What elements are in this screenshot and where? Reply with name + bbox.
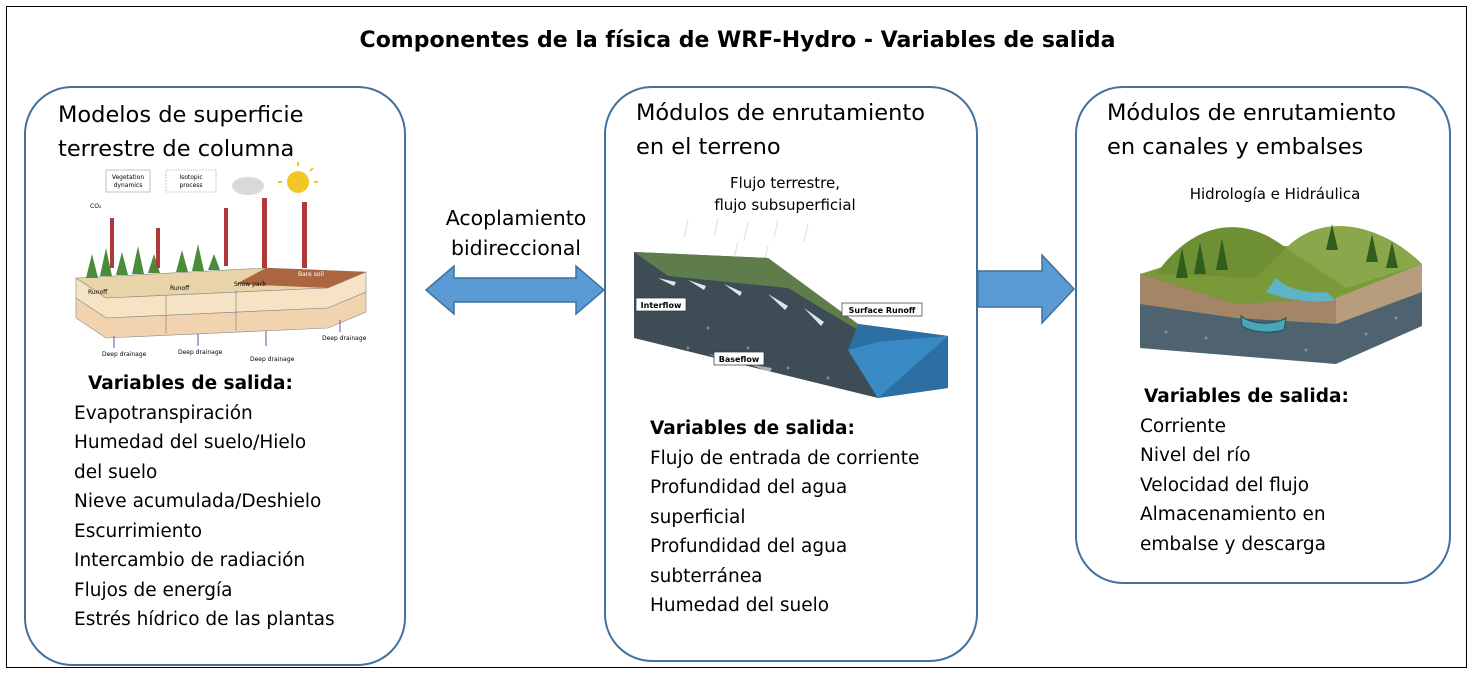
terrain-routing-illustration: Interflow Surface Runoff Baseflow <box>634 217 948 398</box>
output-item: Nieve acumulada/Deshielo <box>74 491 322 512</box>
outputs-header: Variables de salida: <box>650 418 855 439</box>
panel-channel-routing-caption: Hidrología e Hidráulica <box>1189 185 1361 203</box>
outputs-header: Variables de salida: <box>1144 386 1349 407</box>
output-item: Profundidad del agua superficial <box>650 477 848 528</box>
coupling-label: Acoplamiento bidireccional <box>445 206 587 260</box>
output-item: Humedad del suelo/Hielo del suelo <box>74 432 307 483</box>
label-bare-soil: Bare soil <box>298 271 324 278</box>
output-item: Corriente <box>1140 415 1227 437</box>
label-surface-runoff: Surface Runoff <box>849 306 916 315</box>
panel-land-surface-outputs: Variables de salida: Evapotranspiración … <box>74 369 335 635</box>
label-isotopes: Isotopic <box>179 174 202 181</box>
output-item: Profundidad del agua subterránea <box>650 536 848 587</box>
label-interflow: Interflow <box>641 301 682 310</box>
output-item: Almacenamiento en embalse y descarga <box>1140 504 1326 555</box>
output-item: Intercambio de radiación <box>74 550 306 571</box>
panel-channel-routing-title: Módulos de enrutamiento en canales y emb… <box>1107 100 1396 160</box>
svg-text:Deep drainage: Deep drainage <box>250 356 295 363</box>
label-baseflow: Baseflow <box>719 355 760 364</box>
output-item: Nivel del río <box>1140 445 1251 466</box>
panel-terrain-routing-title: Módulos de enrutamiento en el terreno <box>636 100 925 160</box>
label-snow: Snow pack <box>234 281 267 288</box>
label-deep-drainage: Deep drainage <box>102 351 147 358</box>
svg-text:Deep drainage: Deep drainage <box>322 335 367 342</box>
right-arrow-icon <box>977 253 1076 325</box>
output-item: Humedad del suelo <box>650 595 830 616</box>
label-vegetation: Vegetation <box>112 174 145 181</box>
diagram-title: Componentes de la física de WRF-Hydro - … <box>359 28 1116 53</box>
bidirectional-arrow-icon <box>424 264 606 316</box>
svg-text:Runoff: Runoff <box>170 285 190 292</box>
label-co2: CO₂ <box>90 203 102 210</box>
panel-channel-routing-outputs: Variables de salida: Corriente Nivel del… <box>1124 382 1349 559</box>
outputs-header: Variables de salida: <box>88 373 293 394</box>
channel-routing-illustration <box>1140 224 1422 364</box>
output-item: Escurrimiento <box>74 520 203 542</box>
svg-text:process: process <box>179 182 202 189</box>
panel-land-surface-title: Modelos de superficie terrestre de colum… <box>58 102 304 162</box>
svg-text:dynamics: dynamics <box>114 182 143 189</box>
svg-text:Deep drainage: Deep drainage <box>178 349 223 356</box>
label-runoff: Runoff <box>88 289 108 296</box>
panel-terrain-routing-outputs: Variables de salida: Flujo de entrada de… <box>650 414 919 621</box>
panel-terrain-routing-caption: Flujo terrestre, flujo subsuperficial <box>714 174 856 214</box>
land-surface-illustration: Vegetation dynamics Isotopic process CO₂… <box>75 162 367 363</box>
output-item: Velocidad del flujo <box>1140 474 1310 496</box>
output-item: Flujos de energía <box>74 579 233 601</box>
output-item: Evapotranspiración <box>74 402 253 424</box>
output-item: Flujo de entrada de corriente <box>650 447 920 469</box>
output-item: Estrés hídrico de las plantas <box>74 609 335 630</box>
